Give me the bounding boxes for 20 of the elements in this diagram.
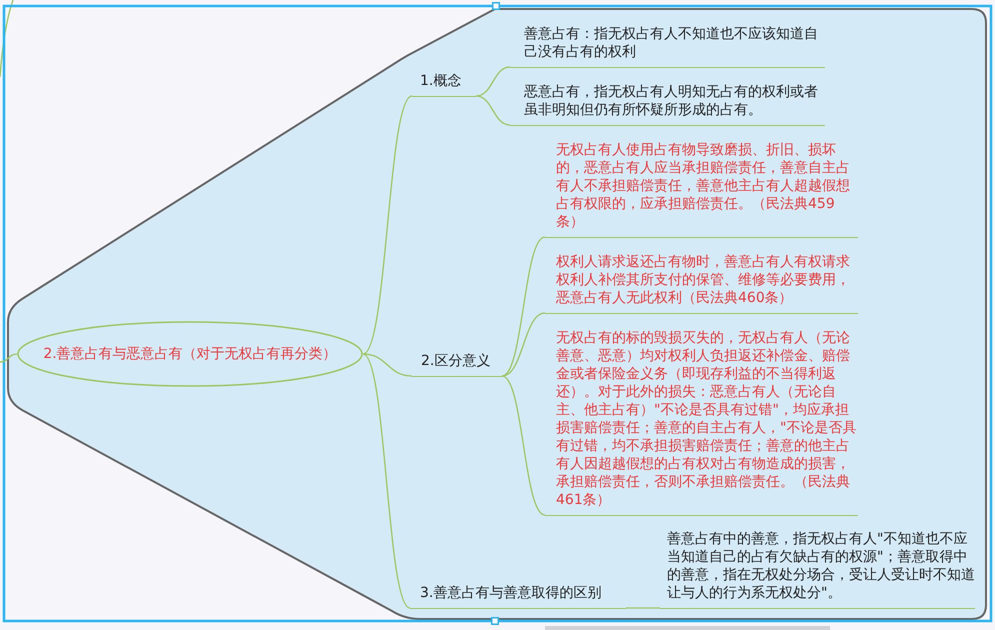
underlined-topic: 无权占有人使用占有物导致磨损、折旧、损坏的，恶意占有人应当承担赔偿责任，善意自主占有人不承担赔偿责任，善意他主占有人超越假想占有权限的，应承担赔偿责任。（民法典459条） — [545, 140, 858, 238]
connector-line — [362, 96, 412, 354]
connector-line — [476, 66, 510, 97]
connector-line — [362, 353, 412, 377]
connector-line — [502, 236, 546, 377]
underlined-topic: 1.概念 — [412, 72, 476, 97]
underlined-topic: 3.善意占有与善意取得的区别 — [410, 584, 626, 609]
connector-line — [626, 607, 660, 609]
connector-line — [502, 312, 546, 377]
underlined-topic: 善意占有中的善意，指无权占有人"不知道也不应当知道自己的占有欠缺占有的权源"；善意取得中的善意，指在无权处分场合，受让人受让时不知道让与人的行为系无权处分"。 — [660, 530, 975, 609]
topic-ellipse: 2.善意占有与恶意占有（对于无权占有再分类） — [17, 321, 363, 387]
underlined-topic: 2.区分意义 — [412, 352, 502, 377]
connector-line — [502, 375, 546, 516]
underlined-topic: 权利人请求返还占有物时，善意占有人有权请求权利人补偿其所支付的保管、维修等必要费用，恶意占有人无此权利（民法典460条） — [545, 252, 858, 314]
connector-line — [362, 354, 410, 608]
underlined-topic: 善意占有：指无权占有人不知道也不应该知道自己没有占有的权利 — [510, 24, 825, 68]
connector-line — [0, 353, 18, 363]
underlined-topic: 无权占有的标的毁损灭失的，无权占有人（无论善意、恶意）均对权利人负担返还补偿金、赔偿金或者保险金义务（即现存利益的不当得利返还）。对于此外的损失：恶意占有人（无论自主、他主占有）"不论是否具有过错"，均应承担损害赔偿责任；善意的自主占有人，"不论是否具有过错，均不承担损害赔偿责任；善意的他主占有人因超越假想的占有权对占有物造成的损害，承担赔偿责任，否则不承担赔偿责任。（民法典461条） — [545, 328, 858, 516]
underlined-topic: 恶意占有，指无权占有人明知无占有的权利或者虽非明知但仍有所怀疑所形成的占有。 — [510, 82, 825, 126]
connector-line — [476, 95, 510, 126]
